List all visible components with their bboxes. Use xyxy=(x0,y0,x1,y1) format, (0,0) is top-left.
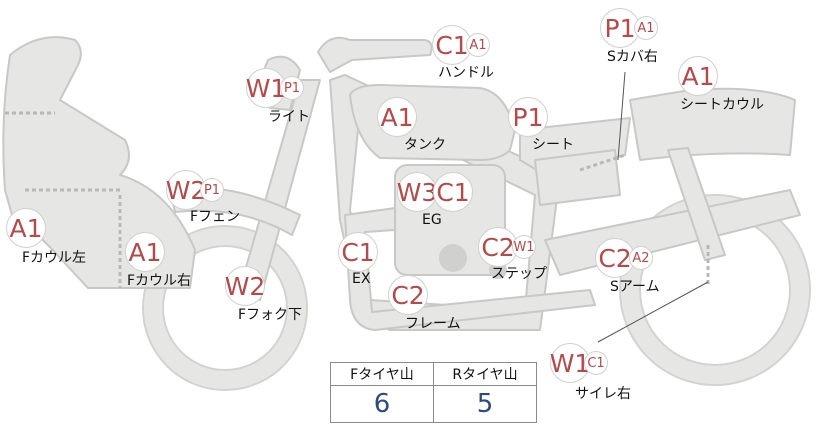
part-name-side-cover: サイレ右 xyxy=(575,386,631,402)
grade-badge: C1 xyxy=(338,232,378,272)
grade-badge: C2 xyxy=(595,238,635,278)
label-engine: W3 C1 xyxy=(397,172,473,212)
grade-badge: A1 xyxy=(6,208,46,248)
rear-shock-shape xyxy=(667,147,726,261)
label-seat-cowl: A1 xyxy=(678,56,718,96)
label-f-fork: W2 xyxy=(225,266,265,306)
rear-tire-value: 5 xyxy=(433,385,537,423)
grade-badge: W2 xyxy=(166,170,206,210)
label-side-cover: W1 C1 xyxy=(550,343,608,383)
label-s-arm: C2 A2 xyxy=(595,238,653,278)
label-s-cover: P1 A1 xyxy=(600,8,658,48)
sub-grade-badge: P1 xyxy=(280,76,304,100)
grade-badge: C2 xyxy=(478,227,518,267)
grade-badge: C1 xyxy=(433,172,473,212)
label-exhaust: C1 xyxy=(338,232,378,272)
part-name-engine: EG xyxy=(422,212,442,228)
label-light: W1 P1 xyxy=(246,68,304,108)
front-wheel xyxy=(144,227,306,389)
sub-grade-badge: A1 xyxy=(634,16,658,40)
part-name-step: ステップ xyxy=(491,266,547,282)
part-name-light: ライト xyxy=(268,109,310,125)
sub-grade-badge: C1 xyxy=(584,351,608,375)
grade-badge: W1 xyxy=(550,343,590,383)
grade-badge: P1 xyxy=(508,97,548,137)
label-step: C2 W1 xyxy=(478,227,536,267)
label-f-cowl-left: A1 xyxy=(6,208,46,248)
grade-badge: P1 xyxy=(600,8,640,48)
label-f-cowl-right: A1 xyxy=(125,232,165,272)
grade-badge: A1 xyxy=(678,56,718,96)
front-tire-header: Fタイヤ山 xyxy=(330,362,434,386)
part-name-tank: タンク xyxy=(404,137,446,153)
part-name-s-cover: Sカバ右 xyxy=(607,49,658,65)
front-cowl-shape xyxy=(2,36,196,289)
label-handle: C1 A1 xyxy=(432,25,490,65)
side-cover-shape xyxy=(534,149,621,206)
sub-grade-badge: P1 xyxy=(200,178,224,202)
sub-grade-badge: W1 xyxy=(512,235,536,259)
front-tire-value: 6 xyxy=(330,385,434,423)
part-name-f-cowl-right: Fカウル右 xyxy=(127,273,192,289)
sub-grade-badge: A1 xyxy=(466,33,490,57)
part-name-f-fork: Fフォク下 xyxy=(238,307,303,323)
part-name-handle: ハンドル xyxy=(438,65,494,81)
label-seat: P1 xyxy=(508,97,548,137)
part-name-f-fender: Fフェン xyxy=(190,209,241,225)
label-tank: A1 xyxy=(377,97,417,137)
part-name-frame: フレーム xyxy=(405,316,461,332)
part-name-seat: シート xyxy=(532,137,574,153)
part-name-seat-cowl: シートカウル xyxy=(680,97,764,113)
grade-badge: A1 xyxy=(377,97,417,137)
grade-badge: C2 xyxy=(388,275,428,315)
part-name-f-cowl-left: Fカウル左 xyxy=(22,250,87,266)
grade-badge: W2 xyxy=(225,266,265,306)
grade-badge: W3 xyxy=(397,172,437,212)
rear-tire-header: Rタイヤ山 xyxy=(433,362,537,386)
part-name-s-arm: Sアーム xyxy=(610,279,660,295)
handlebar-shape xyxy=(317,36,433,73)
part-name-exhaust: EX xyxy=(352,271,371,287)
label-frame: C2 xyxy=(388,275,428,315)
sub-grade-badge: A2 xyxy=(629,246,653,270)
grade-badge: W1 xyxy=(246,68,286,108)
tire-tread-table: Fタイヤ山 Rタイヤ山 6 5 xyxy=(330,362,537,423)
label-f-fender: W2 P1 xyxy=(166,170,224,210)
grade-badge: A1 xyxy=(125,232,165,272)
exhaust-shape xyxy=(344,207,596,331)
grade-badge: C1 xyxy=(432,25,472,65)
